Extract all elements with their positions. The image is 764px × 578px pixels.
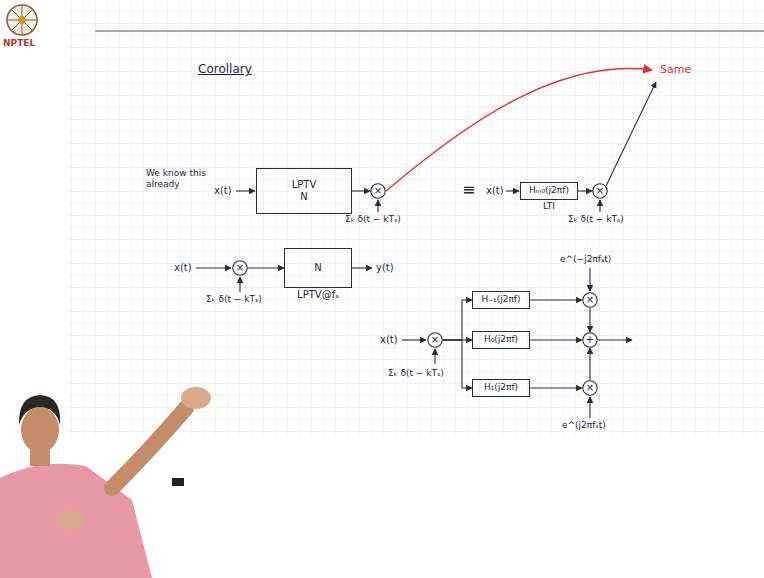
filter-box: H₁(j2πf): [472, 379, 530, 397]
signal-connector: [530, 299, 582, 300]
signal-connector: [578, 190, 592, 191]
signal-connector: [248, 267, 284, 268]
block-label: N: [300, 191, 307, 204]
note: We know this already: [146, 168, 208, 190]
operator-symbol: ×: [596, 186, 604, 196]
block-label: H₋₁(j2πf): [482, 294, 521, 305]
lptv-box: LPTVN: [256, 168, 352, 214]
multiplier-circle: ×: [582, 292, 598, 308]
filter-box: H₋₁(j2πf): [472, 291, 530, 309]
multiplier-circle: ×: [592, 183, 608, 199]
logo-text: NPTEL: [3, 38, 35, 49]
lptv-box: NLPTV@fₛ: [284, 248, 352, 288]
signal-connector: [443, 300, 472, 340]
signal-connector: [530, 387, 582, 388]
operator-symbol: ×: [431, 335, 439, 345]
impulse-train: Σₖ δ(t − kTₛ): [388, 368, 444, 379]
block-label: LPTV: [292, 179, 317, 192]
exponential: e^(−j2πfₛt): [560, 254, 611, 265]
impulse-train: Σₖ δ(t − kTₛ): [568, 214, 624, 225]
multiplier-circle: ×: [427, 332, 443, 348]
multiplier-circle: ×: [370, 183, 386, 199]
operator-symbol: ×: [374, 186, 382, 196]
adder-circle: +: [582, 332, 598, 348]
multiplier-circle: ×: [232, 260, 248, 276]
block-label: N: [314, 262, 321, 275]
block-label: H₀(j2πf): [484, 334, 518, 345]
filter-box: Hₘ₀(j2πf)LTI: [520, 182, 578, 200]
signal-name: x(t): [380, 334, 398, 346]
block-type: LTI: [543, 201, 555, 212]
equivalence-note: Same: [660, 63, 691, 76]
impulse-train: Σₖ δ(t − kTₛ): [345, 214, 401, 225]
signal-name: x(t): [174, 262, 192, 274]
nptel-logo: [7, 5, 37, 35]
signal-connector: [589, 308, 590, 332]
equivalence-sign: ≡: [462, 180, 475, 199]
presenter: [0, 387, 211, 578]
operator-symbol: ×: [236, 263, 244, 273]
equivalence-curve: [386, 69, 652, 191]
impulse-train: Σₖ δ(t − kTₛ): [206, 294, 262, 305]
operator-symbol: +: [586, 335, 594, 345]
signal-wires: [196, 82, 656, 418]
block-label: Hₘ₀(j2πf): [529, 185, 569, 196]
exponential: e^(j2πfₛt): [562, 420, 606, 431]
slide-heading: Corollary: [198, 62, 252, 76]
signal-connector: [352, 190, 370, 191]
signal-name: x(t): [214, 185, 232, 197]
block-type: LPTV@fₛ: [297, 289, 339, 302]
signal-connector: [443, 340, 472, 388]
signal-connector: [589, 348, 590, 380]
signal-name: y(t): [376, 262, 394, 274]
page-rule: [95, 30, 764, 31]
signal-name: x(t): [486, 185, 504, 197]
multiplier-circle: ×: [582, 380, 598, 396]
graph-paper: [68, 0, 764, 436]
operator-symbol: ×: [586, 295, 594, 305]
operator-symbol: ×: [586, 383, 594, 393]
block-label: H₁(j2πf): [484, 382, 518, 393]
signal-connector: [530, 339, 582, 340]
filter-box: H₀(j2πf): [472, 331, 530, 349]
